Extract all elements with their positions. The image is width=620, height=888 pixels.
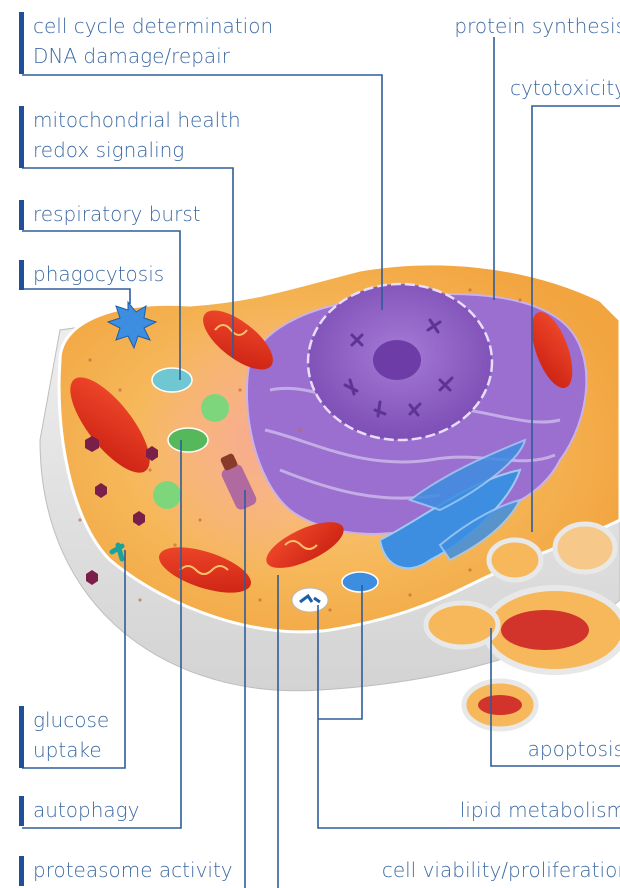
- label-mitochondrial-line1: mitochondrial health: [33, 105, 241, 135]
- label-glucose-uptake: glucose uptake: [33, 705, 109, 765]
- label-lipid-metabolism: lipid metabolism: [460, 795, 620, 825]
- label-mitochondrial-line2: redox signaling: [33, 135, 241, 165]
- label-apoptosis: apoptosis: [528, 734, 620, 764]
- label-phagocytosis: phagocytosis: [33, 259, 164, 289]
- label-protein-synthesis: protein synthesis: [454, 11, 620, 41]
- label-cell-viability: cell viability/proliferation: [382, 855, 620, 885]
- label-bar-proteasome: [19, 856, 24, 886]
- label-cell-cycle: cell cycle determination DNA damage/repa…: [33, 11, 273, 71]
- label-bar-phagocytosis: [19, 260, 24, 290]
- label-cell-cycle-line1: cell cycle determination: [33, 11, 273, 41]
- leader-phagocytosis: [22, 289, 130, 304]
- label-cell-cycle-line2: DNA damage/repair: [33, 41, 273, 71]
- lipid-receptor: [292, 588, 328, 612]
- label-respiratory-burst: respiratory burst: [33, 199, 201, 229]
- label-bar-cell-cycle: [19, 12, 24, 74]
- nucleolus: [373, 340, 421, 380]
- label-proteasome: proteasome activity: [33, 855, 233, 885]
- label-bar-glucose: [19, 706, 24, 768]
- label-bar-respiratory-burst: [19, 200, 24, 230]
- label-bar-mitochondrial: [19, 106, 24, 168]
- label-glucose-line2: uptake: [33, 735, 109, 765]
- label-glucose-line1: glucose: [33, 705, 109, 735]
- label-bar-autophagy: [19, 796, 24, 826]
- label-cytotoxicity: cytotoxicity: [510, 73, 620, 103]
- label-autophagy: autophagy: [33, 795, 139, 825]
- label-mitochondrial: mitochondrial health redox signaling: [33, 105, 241, 165]
